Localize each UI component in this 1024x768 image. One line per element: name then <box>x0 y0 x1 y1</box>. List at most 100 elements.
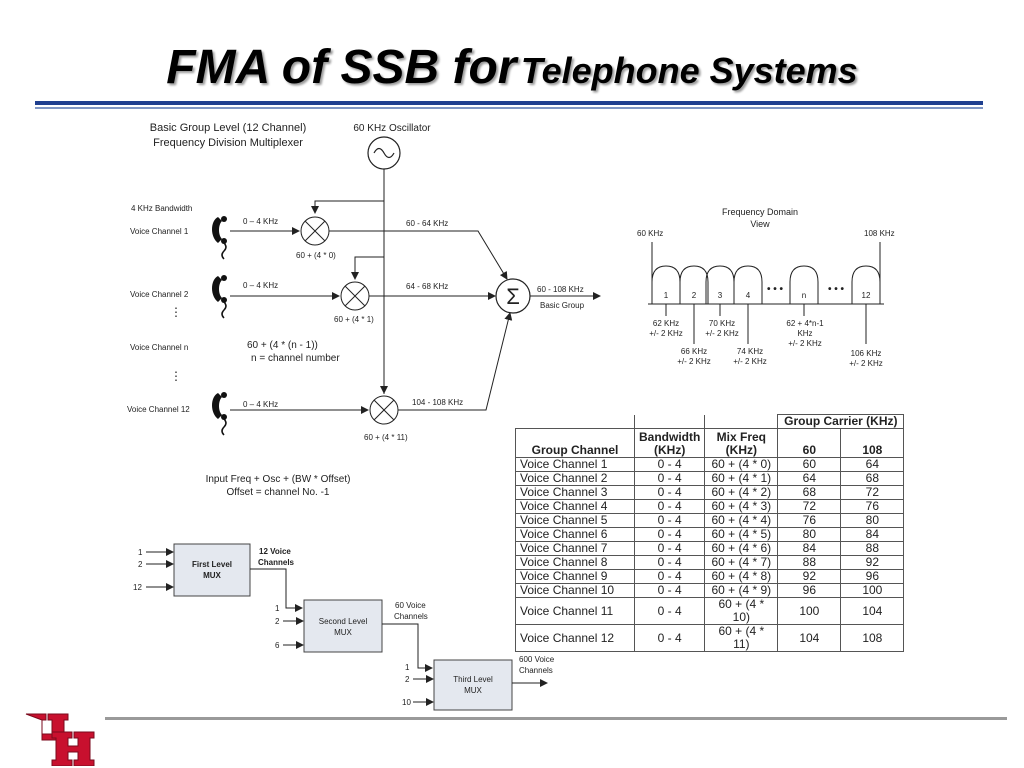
formula-line-2: n = channel number <box>251 353 340 364</box>
band-shape <box>651 265 681 304</box>
table-cell: 60 + (4 * 5) <box>704 527 779 542</box>
table-cell: 60 <box>777 457 842 472</box>
table-cell: 0 - 4 <box>633 541 706 556</box>
telephone-icon <box>211 391 228 436</box>
first-output-label-2: Channels <box>258 558 295 567</box>
first-level-mux-box <box>173 543 251 597</box>
table-cell: 104 <box>840 597 905 625</box>
col-header: Group Channel <box>515 428 635 458</box>
table-cell: 100 <box>840 583 905 598</box>
annot-2-line1: 66 KHz <box>681 347 707 356</box>
table-cell: 60 + (4 * 4) <box>704 513 779 528</box>
second-to-third-arrow <box>382 623 433 672</box>
band-shape <box>789 265 819 304</box>
table-cell: Voice Channel 10 <box>515 583 635 598</box>
band-shape <box>851 265 881 304</box>
channel-1-input: 0 – 4 KHz <box>243 217 278 226</box>
table-cell: 60 + (4 * 7) <box>704 555 779 570</box>
table-cell: 88 <box>777 555 842 570</box>
table-cell: 108 <box>840 624 905 652</box>
table-cell: Voice Channel 12 <box>515 624 635 652</box>
freq-right-label: 108 KHz <box>864 229 895 238</box>
table-cell: 60 + (4 * 11) <box>704 624 779 652</box>
table-cell: 96 <box>840 569 905 584</box>
annot-n-line3: +/- 2 KHz <box>788 339 822 348</box>
formula-line-1: 60 + (4 * (n - 1)) <box>247 340 318 351</box>
annot-3-line1: 70 KHz <box>709 319 735 328</box>
channel-n-label: Voice Channel n <box>130 343 188 352</box>
second-box-label-1: Second Level <box>319 617 368 626</box>
table-cell: Voice Channel 3 <box>515 485 635 500</box>
table-cell: Voice Channel 5 <box>515 513 635 528</box>
mixer-1-output <box>329 230 508 280</box>
group-carrier-header: Group Carrier (KHz) <box>777 414 905 429</box>
table-cell: 64 <box>777 471 842 486</box>
sum-output-label-1: 60 - 108 KHz <box>537 285 584 294</box>
table-cell: 68 <box>777 485 842 500</box>
annot-4-line2: +/- 2 KHz <box>733 357 767 366</box>
input-formula-2: Offset = channel No. -1 <box>227 487 330 498</box>
annot-2-line2: +/- 2 KHz <box>677 357 711 366</box>
table-cell: 88 <box>840 541 905 556</box>
band-label: 12 <box>862 291 871 300</box>
band-label: 3 <box>718 291 723 300</box>
annot-12-line1: 106 KHz <box>851 349 882 358</box>
mixer-1-output-label: 60 - 64 KHz <box>406 219 448 228</box>
band-label: n <box>802 291 806 300</box>
table-cell: 84 <box>777 541 842 556</box>
sum-output-label-2: Basic Group <box>540 301 585 310</box>
third-box-label-1: Third Level <box>453 675 493 684</box>
channel-12-input: 0 – 4 KHz <box>243 400 278 409</box>
table-cell: 60 + (4 * 1) <box>704 471 779 486</box>
col-header: Bandwidth (KHz) <box>633 428 706 458</box>
table-cell: Voice Channel 1 <box>515 457 635 472</box>
blank-cell <box>515 414 635 429</box>
table-cell: Voice Channel 9 <box>515 569 635 584</box>
title-part1: FMA of SSB for <box>166 41 517 94</box>
table-cell: 60 + (4 * 6) <box>704 541 779 556</box>
bandwidth-label: 4 KHz Bandwidth <box>131 204 192 213</box>
table-cell: 0 - 4 <box>633 527 706 542</box>
table-cell: Voice Channel 6 <box>515 527 635 542</box>
ellipsis-dots: ⋮ <box>170 305 182 319</box>
channel-2-input: 0 – 4 KHz <box>243 281 278 290</box>
title-rule <box>35 101 983 105</box>
title-rule-thin <box>35 107 983 109</box>
blank-cell <box>634 414 706 429</box>
mixer-2-label: 60 + (4 * 1) <box>334 315 374 324</box>
third-output-label-1: 600 Voice <box>519 655 555 664</box>
col-header: 60 <box>777 428 842 458</box>
mixer-12-icon <box>373 399 395 421</box>
second-output-label-2: Channels <box>394 612 428 621</box>
table-cell: 60 + (4 * 3) <box>704 499 779 514</box>
annot-n-line2: KHz <box>797 329 812 338</box>
col-header: 108 <box>840 428 905 458</box>
osc-branch-2 <box>351 256 384 280</box>
table-cell: 72 <box>777 499 842 514</box>
table-cell: 0 - 4 <box>633 485 706 500</box>
mixer-1-icon <box>304 220 326 242</box>
table-cell: 64 <box>840 457 905 472</box>
mixer-12-label: 60 + (4 * 11) <box>364 433 408 442</box>
band-shape <box>705 265 735 304</box>
table-cell: Voice Channel 8 <box>515 555 635 570</box>
mux-heading-2: Frequency Division Multiplexer <box>153 137 303 149</box>
band-ellipsis: • • • <box>828 284 845 295</box>
channel-2-label: Voice Channel 2 <box>130 290 189 299</box>
table-cell: 60 + (4 * 8) <box>704 569 779 584</box>
sigma-icon: Σ <box>506 284 520 309</box>
title-part2: Telephone Systems <box>520 50 858 91</box>
mux-heading-1: Basic Group Level (12 Channel) <box>150 122 307 134</box>
third-input-10: 10 <box>402 698 411 707</box>
second-output-label-1: 60 Voice <box>395 601 426 610</box>
